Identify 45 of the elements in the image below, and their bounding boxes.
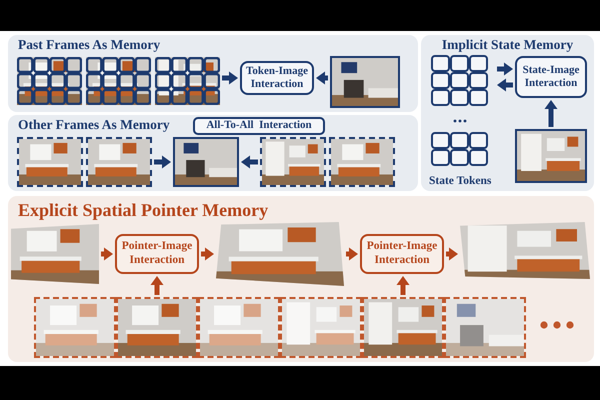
process-box: All-To-All Interaction (193, 117, 325, 135)
panel-heading: Explicit Spatial Pointer Memory (18, 200, 268, 221)
process-box: Pointer-Image Interaction (115, 234, 199, 274)
arrow (497, 62, 513, 76)
arrow (544, 100, 558, 127)
arrow (396, 276, 410, 295)
kitchen-drawing (280, 297, 362, 358)
kitchen-drawing (330, 56, 400, 108)
point-cloud-drawing (216, 222, 344, 286)
arrow (346, 248, 358, 260)
kitchen-drawing (116, 297, 198, 358)
tokenized-kitchen-drawing (17, 57, 82, 105)
arrow (446, 248, 458, 260)
kitchen-drawing (34, 297, 116, 358)
memory-panel (421, 35, 594, 191)
memory-panel (8, 115, 418, 191)
arrow (316, 72, 328, 84)
process-box: State-Image Interaction (515, 56, 587, 98)
arrow (101, 248, 113, 260)
arrow (150, 276, 164, 295)
arrow (497, 78, 513, 92)
kitchen-drawing (198, 297, 280, 358)
arrow (201, 248, 214, 260)
arrow (222, 72, 238, 84)
tokenized-kitchen-drawing (86, 57, 151, 105)
kitchen-drawing (260, 137, 326, 187)
token-caption: State Tokens (429, 175, 492, 187)
kitchen-drawing (17, 137, 83, 187)
process-box: Token-Image Interaction (240, 61, 314, 95)
memory-panel (8, 196, 594, 362)
panel-heading: Past Frames As Memory (18, 37, 160, 53)
panel-heading: Other Frames As Memory (18, 117, 170, 133)
kitchen-drawing (86, 137, 152, 187)
panel-heading: Implicit State Memory (440, 37, 574, 53)
kitchen-drawing (173, 137, 239, 187)
tokenized-kitchen-drawing (155, 57, 220, 105)
memory-panel (8, 35, 418, 112)
kitchen-drawing (444, 297, 526, 358)
kitchen-drawing (329, 137, 395, 187)
process-box: Pointer-Image Interaction (360, 234, 444, 274)
kitchen-drawing (515, 129, 587, 183)
point-cloud-drawing (11, 224, 99, 284)
arrow (154, 156, 171, 168)
kitchen-drawing (362, 297, 444, 358)
arrow (241, 156, 258, 168)
